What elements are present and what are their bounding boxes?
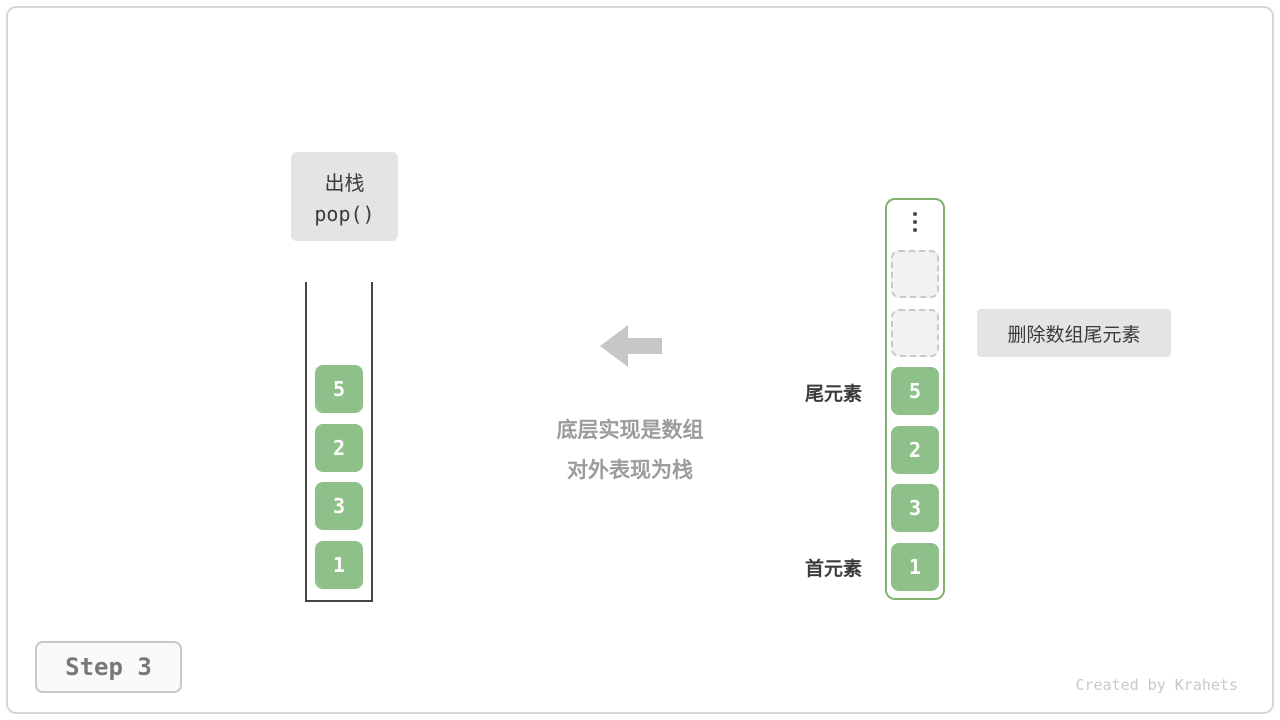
array-empty-slot bbox=[891, 250, 939, 298]
stack-container: 5 2 3 1 bbox=[305, 282, 373, 602]
stack-cell: 3 bbox=[315, 482, 363, 530]
center-caption: 底层实现是数组 对外表现为栈 bbox=[500, 410, 760, 490]
array-cell: 1 bbox=[891, 543, 939, 591]
array-cell: 3 bbox=[891, 484, 939, 532]
stack-cell: 2 bbox=[315, 424, 363, 472]
array-cell: 2 bbox=[891, 426, 939, 474]
stack-cell: 1 bbox=[315, 541, 363, 589]
delete-tail-callout: 删除数组尾元素 bbox=[977, 309, 1171, 357]
pop-operation-label: 出栈 pop() bbox=[291, 152, 398, 241]
array-cell: 5 bbox=[891, 367, 939, 415]
center-caption-line1: 底层实现是数组 bbox=[556, 418, 704, 442]
stack-cell: 5 bbox=[315, 365, 363, 413]
center-caption-line2: 对外表现为栈 bbox=[567, 458, 693, 482]
left-arrow-icon bbox=[600, 325, 662, 367]
array-container: 5 2 3 1 bbox=[885, 198, 945, 600]
array-empty-slot bbox=[891, 309, 939, 357]
step-badge: Step 3 bbox=[35, 641, 182, 693]
credit-text: Created by Krahets bbox=[1075, 676, 1238, 694]
ellipsis-icon bbox=[913, 212, 917, 232]
tail-element-label: 尾元素 bbox=[804, 383, 862, 405]
pop-code: pop() bbox=[314, 202, 375, 226]
head-element-label: 首元素 bbox=[804, 558, 862, 580]
pop-title: 出栈 bbox=[324, 171, 365, 195]
